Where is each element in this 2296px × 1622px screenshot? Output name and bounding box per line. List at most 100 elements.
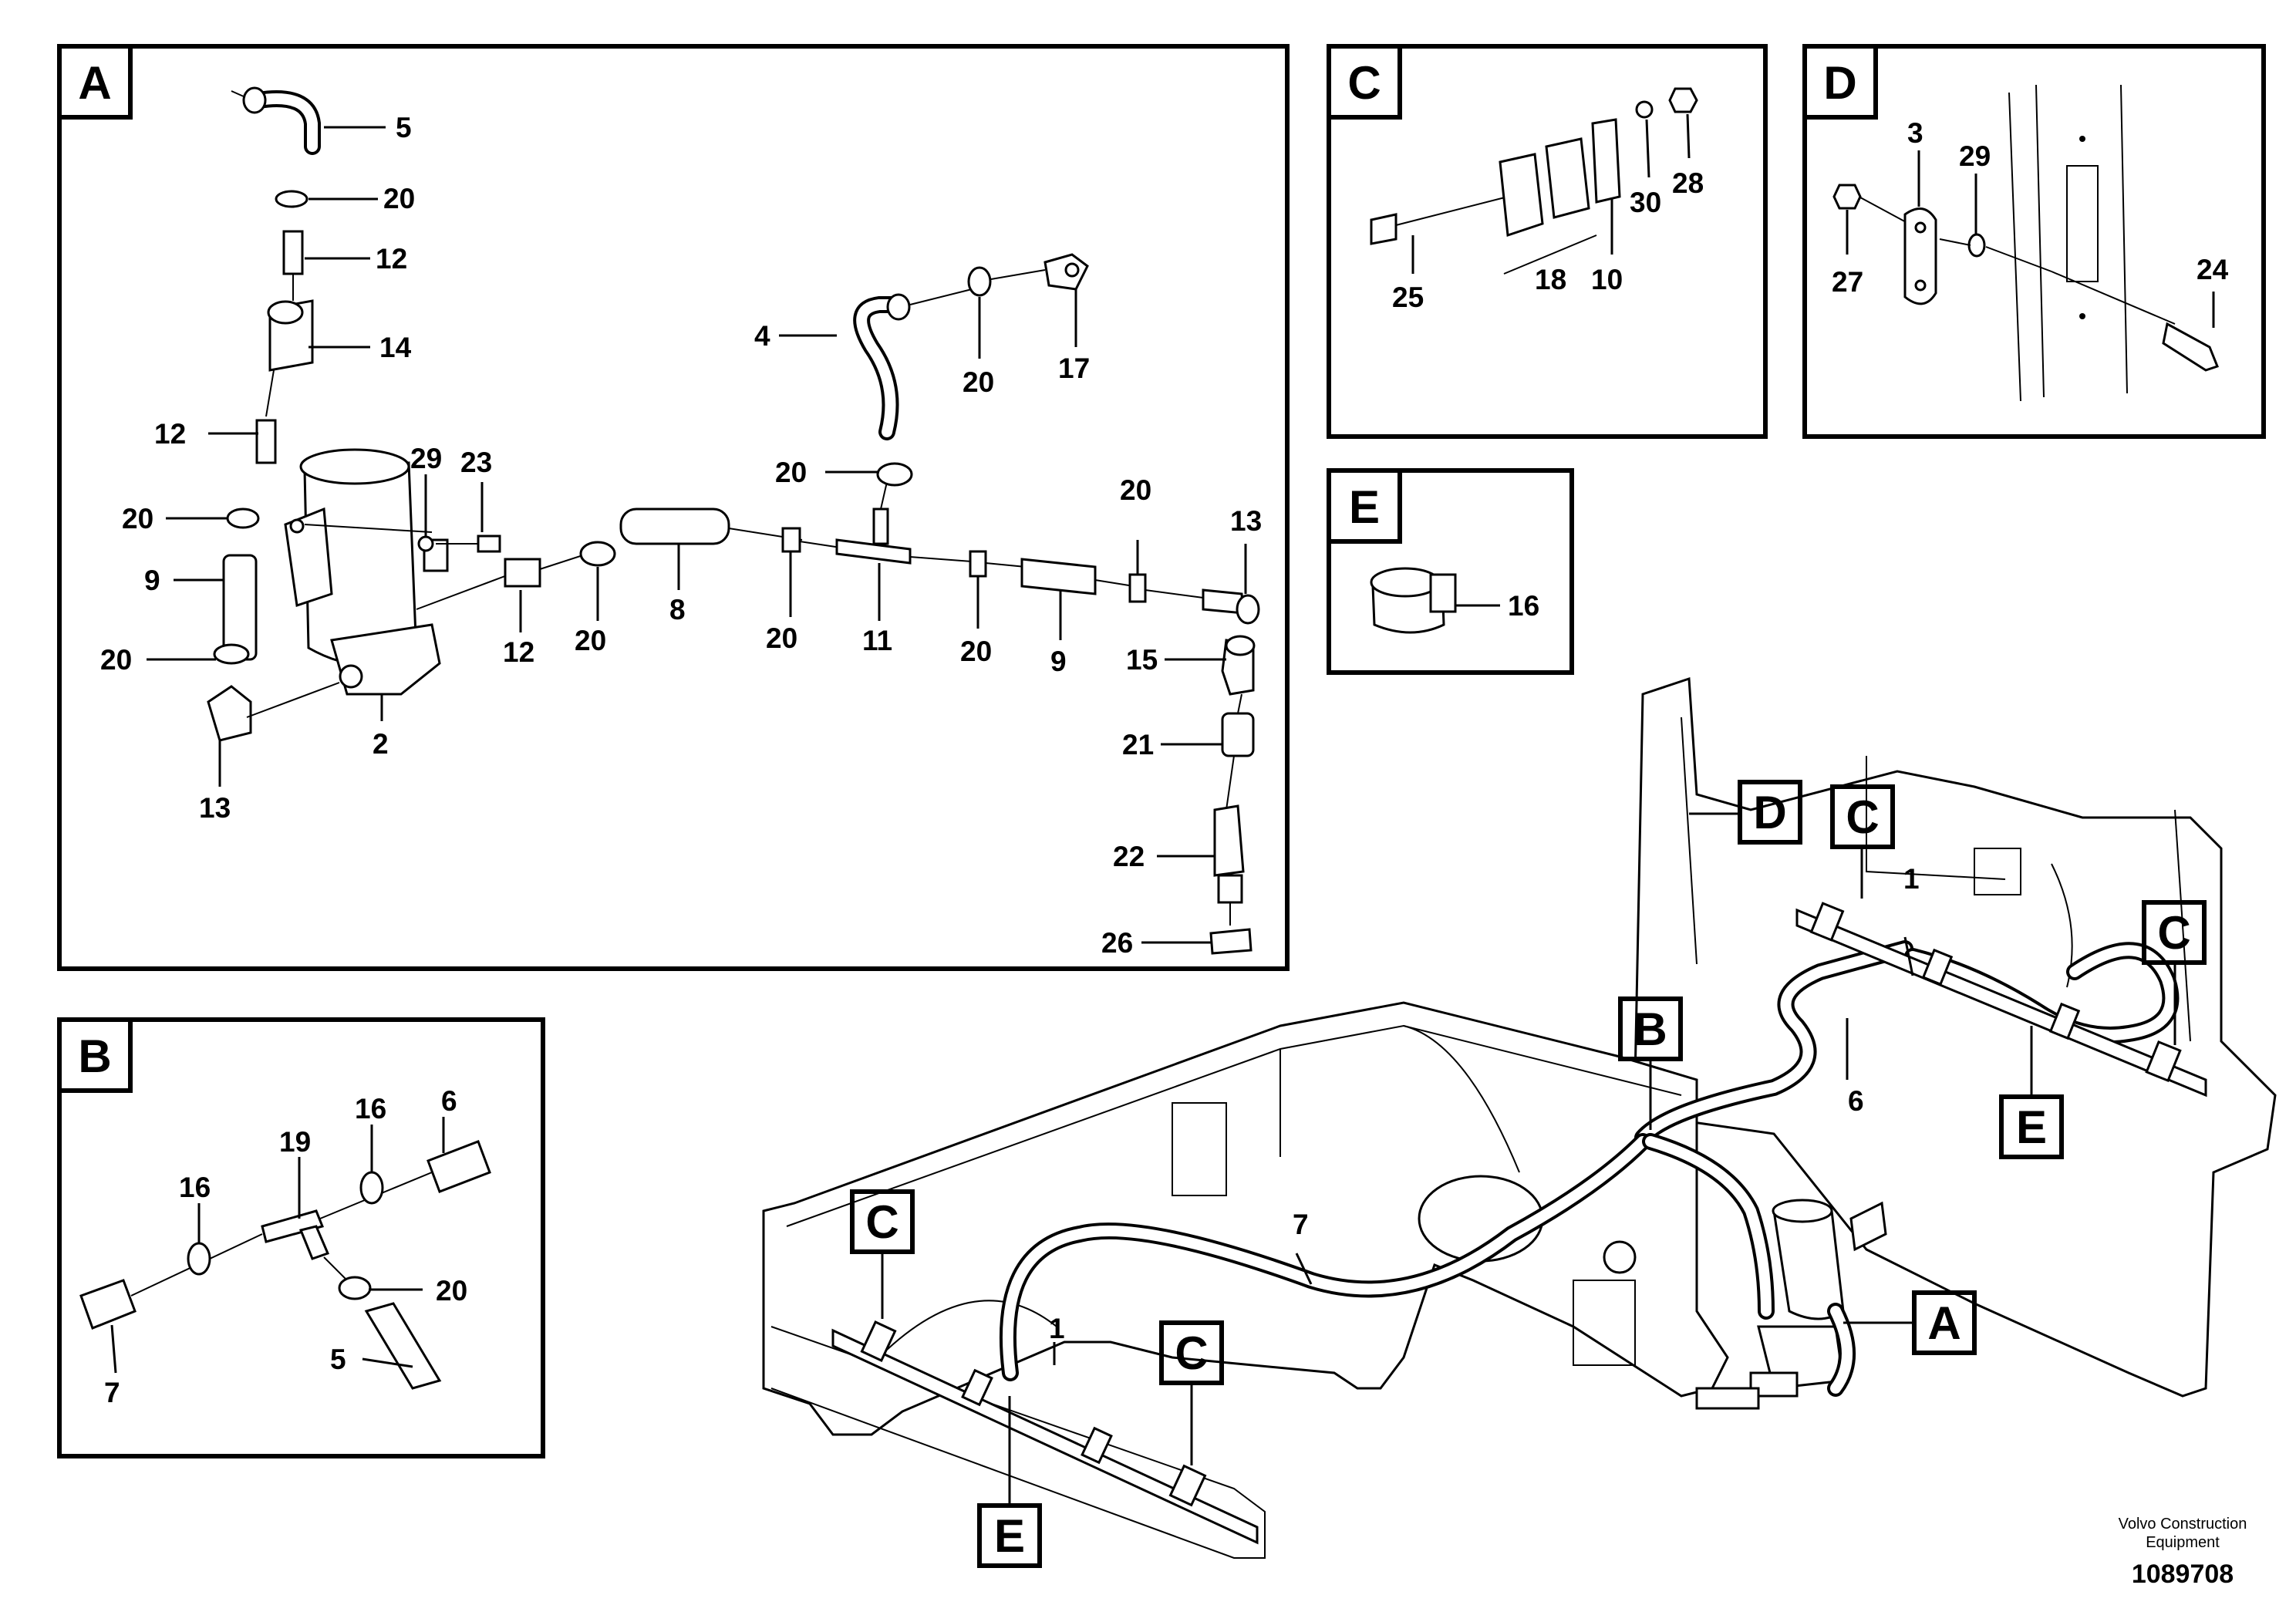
label-7: 7 [104, 1377, 120, 1408]
nut-28 [1668, 87, 1698, 113]
callout-d-box [1738, 780, 1802, 845]
label-20-d: 20 [575, 625, 606, 656]
main-callouts: D C C B E A C C E [850, 780, 2207, 1568]
label-17: 17 [1058, 352, 1090, 384]
label-20-g: 20 [766, 622, 797, 654]
plate-10 [1591, 118, 1621, 204]
tube-1-front [831, 1328, 1259, 1545]
panel-c-frame [1327, 44, 1768, 439]
bulkhead-22 [1213, 804, 1245, 877]
hose-5 [364, 1302, 442, 1390]
callout-e-right: E [2016, 1101, 2047, 1153]
clamp-20-f [876, 462, 913, 487]
callout-c-left: C [865, 1196, 899, 1248]
panel-a-frame [57, 44, 1290, 971]
label-24: 24 [2197, 254, 2229, 285]
bolt-25 [1370, 213, 1397, 245]
footer: Volvo Construction Equipment 1089708 [2119, 1516, 2247, 1589]
panel-a-tag-box [57, 44, 133, 120]
callout-d: D [1753, 787, 1786, 838]
label-12-a: 12 [376, 243, 407, 275]
fuel-filter-pump-2 [284, 448, 449, 696]
hose-7 [79, 1279, 137, 1330]
panel-b-tag: B [78, 1030, 111, 1082]
label-20-f: 20 [775, 457, 807, 488]
label-20-e: 20 [963, 366, 994, 398]
clamp-20-a [275, 190, 308, 208]
nipple-12-a [282, 230, 304, 275]
drawing-number: 1089708 [2132, 1560, 2234, 1589]
label-1-top: 1 [1903, 863, 1920, 895]
label-9-b: 9 [1050, 646, 1067, 677]
callout-c-mid-box [1159, 1320, 1224, 1385]
washer-29 [417, 535, 434, 552]
label-6: 6 [441, 1085, 457, 1117]
callout-c-right: C [2157, 907, 2190, 959]
hose-9-b [1020, 558, 1097, 595]
panel-e-frame [1327, 468, 1574, 675]
pump-assembly-main [1695, 1199, 1887, 1410]
callout-b-box [1618, 996, 1683, 1061]
callout-c-mid: C [1175, 1327, 1208, 1379]
clamp-half-18-b [1545, 137, 1590, 219]
main-leaders [881, 812, 2176, 1504]
callout-e-left: E [994, 1510, 1025, 1562]
callout-c-top-box [1830, 784, 1895, 849]
label-21: 21 [1122, 729, 1154, 760]
washer-30 [1635, 100, 1654, 119]
connector-21 [1221, 712, 1255, 757]
panel-a: A [57, 44, 1290, 971]
callout-c-top: C [1846, 791, 1879, 843]
callout-e-right-box [1999, 1094, 2064, 1159]
company-line-1: Volvo Construction [2119, 1516, 2247, 1533]
clamp-20-e [967, 266, 992, 297]
clamp-half-18-a [1499, 153, 1544, 238]
panel-b-frame [57, 1017, 545, 1458]
clamp-20-i [1128, 573, 1147, 603]
clamp-20-h [969, 550, 987, 578]
label-9-a: 9 [144, 565, 160, 596]
left-fitting-chain [207, 86, 340, 742]
label-25: 25 [1392, 282, 1424, 313]
callout-c-right-box [2142, 900, 2207, 965]
panel-e: E 16 [1327, 468, 1574, 675]
label-1-bottom: 1 [1049, 1313, 1065, 1344]
label-26: 26 [1101, 927, 1133, 959]
panel-a-labels: 5 20 12 14 12 20 9 20 13 2 29 23 12 20 8… [100, 112, 1262, 959]
label-6-main: 6 [1848, 1085, 1864, 1117]
label-28: 28 [1672, 167, 1704, 199]
label-22: 22 [1113, 841, 1145, 872]
label-4: 4 [754, 320, 770, 352]
label-14: 14 [379, 332, 412, 363]
label-19: 19 [279, 1126, 311, 1158]
tee-11 [835, 538, 912, 565]
label-16-a: 16 [179, 1172, 211, 1203]
clamp-20-d [579, 541, 616, 567]
label-20: 20 [436, 1275, 467, 1307]
clamp-20-b [226, 508, 260, 529]
company-line-2: Equipment [2146, 1534, 2220, 1551]
panel-a-tag: A [78, 57, 111, 109]
nipple-12-b [255, 419, 277, 464]
label-12-c: 12 [503, 636, 534, 668]
callout-a-box [1912, 1290, 1977, 1355]
clamp-20-c [213, 643, 250, 665]
clamp-16-a [187, 1242, 211, 1276]
panel-e-tag: E [1349, 481, 1380, 533]
label-11: 11 [862, 625, 892, 656]
panel-c-tag: C [1347, 57, 1381, 109]
hose-6 [426, 1140, 491, 1193]
label-5: 5 [396, 112, 412, 143]
panel-a-leaders [147, 126, 1247, 944]
panel-e-tag-box [1327, 468, 1402, 544]
label-20-i: 20 [1120, 474, 1151, 506]
elbow-13-a [207, 685, 252, 742]
label-20-h: 20 [960, 636, 992, 667]
label-27: 27 [1832, 266, 1863, 298]
bolt-24 [2162, 322, 2219, 372]
nut-26 [1209, 928, 1253, 955]
nut-27 [1832, 184, 1862, 210]
main-assembly-view: D C C B E A C C E 1 6 7 1 [762, 676, 2277, 1568]
label-20-c: 20 [100, 644, 132, 676]
